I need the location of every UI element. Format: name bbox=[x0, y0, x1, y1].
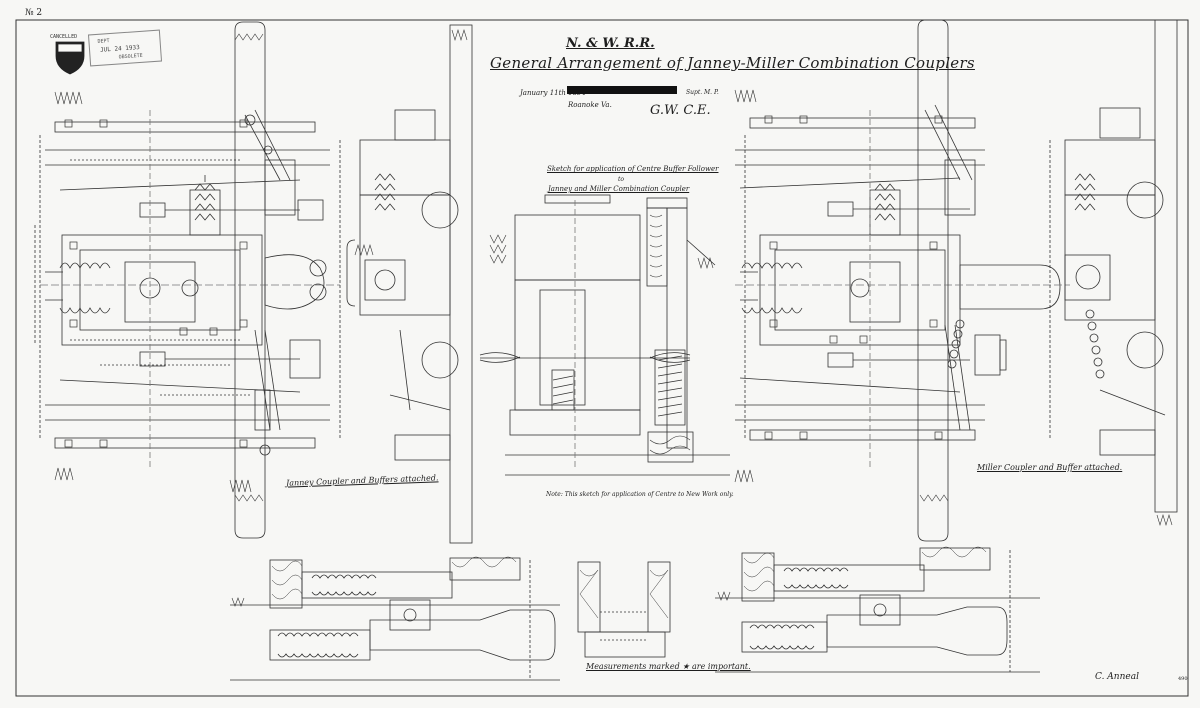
stamp-dept: DEPT bbox=[97, 38, 110, 45]
corner-mark: № 2 bbox=[25, 8, 43, 18]
approval-signature: G.W. C.E. bbox=[650, 103, 711, 118]
draftsman-signature: C. Anneal bbox=[1095, 672, 1139, 682]
obsolete-stamp: DEPT JUL 24 1933 OBSOLETE bbox=[87, 29, 163, 67]
miller-caption: Miller Coupler and Buffer attached. bbox=[977, 463, 1123, 472]
sketch-title-line1: Sketch for application of Centre Buffer … bbox=[547, 165, 719, 173]
stamp-obsolete: OBSOLETE bbox=[118, 52, 143, 61]
drawing-date: January 11th 1894 bbox=[520, 89, 586, 97]
janney-bottom-elevation bbox=[230, 556, 560, 681]
drawing-number: 490 bbox=[1178, 676, 1188, 682]
measurement-caption: Measurements marked ★ are important. bbox=[586, 662, 751, 671]
stamp-date: JUL 24 1933 bbox=[99, 43, 140, 54]
measurement-detail bbox=[577, 561, 671, 658]
sketch-note: Note: This sketch for application of Cen… bbox=[546, 491, 734, 498]
drawing-place: Roanoke Va. bbox=[568, 101, 612, 109]
janney-plan-view bbox=[34, 91, 340, 493]
janney-lever bbox=[234, 21, 296, 539]
miller-side-elevation bbox=[1049, 19, 1178, 527]
redaction-bar bbox=[567, 86, 677, 94]
railroad-seal bbox=[55, 41, 85, 75]
drawing-title: General Arrangement of Janney-Miller Com… bbox=[490, 54, 975, 72]
sketch-title-line3: Janney and Miller Combination Coupler bbox=[548, 185, 690, 193]
miller-lever bbox=[917, 19, 1007, 542]
janney-side-elevation bbox=[339, 24, 473, 544]
railroad-name: N. & W. R.R. bbox=[566, 36, 655, 51]
cancelled-mark: CANCELLED bbox=[50, 34, 78, 40]
sketch-title-line2: to bbox=[618, 176, 625, 183]
drawing-supt: Supt. M. P. bbox=[686, 89, 719, 96]
sheet-border bbox=[15, 19, 1189, 697]
miller-bottom-elevation bbox=[715, 546, 1040, 673]
centre-buffer-sketch bbox=[479, 194, 730, 476]
miller-plan-view bbox=[734, 89, 1070, 483]
